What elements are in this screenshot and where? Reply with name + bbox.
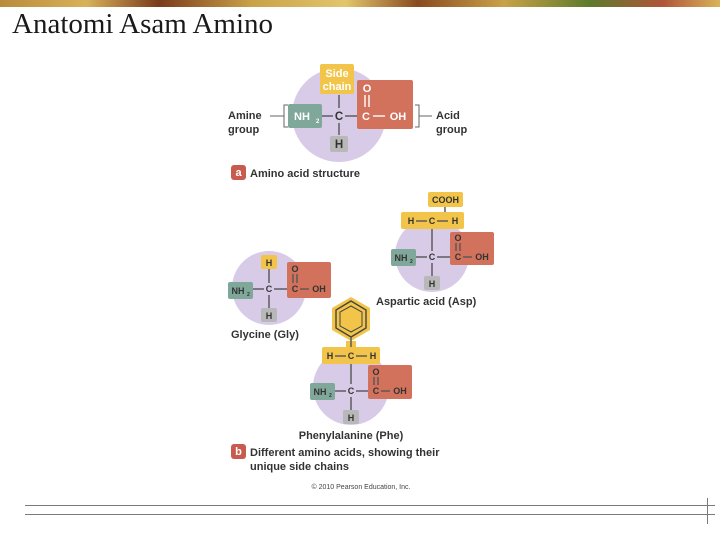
- amine-group-label-line1: Amine: [228, 110, 262, 122]
- footer-line-top: [25, 505, 715, 506]
- asp-amine: NH: [395, 253, 408, 263]
- phe-hydrogen-box: [343, 410, 359, 424]
- phe-c-mid: C: [348, 351, 355, 361]
- asp-ch2-box: [401, 212, 464, 229]
- aspartic-acid: COOH H C H O C OH NH 2 C H Aspartic acid…: [376, 192, 494, 308]
- hydrogen-box: [330, 136, 348, 152]
- caption-a: Amino acid structure: [250, 168, 360, 180]
- asp-cooh: COOH: [432, 195, 459, 205]
- slide-title: Anatomi Asam Amino: [12, 8, 273, 40]
- phe-caption: Phenylalanine (Phe): [299, 430, 404, 442]
- asp-amine-box: [391, 249, 416, 266]
- caption-b-line1: Different amino acids, showing their: [250, 447, 440, 459]
- badge-b-label: b: [235, 446, 242, 458]
- gly-carbonyl-c: C: [292, 284, 299, 294]
- decorative-top-band: [0, 0, 720, 7]
- hydroxyl-label: OH: [390, 111, 407, 123]
- phe-h-left: H: [327, 351, 334, 361]
- hydrogen-label: H: [335, 139, 343, 151]
- phe-carbonyl-c: C: [373, 386, 380, 396]
- asp-h-left: H: [408, 216, 415, 226]
- gly-amine: NH: [232, 286, 245, 296]
- badge-a-label: a: [235, 167, 242, 179]
- side-chain-label-line2: chain: [323, 81, 352, 93]
- amine-subscript: 2: [316, 119, 320, 125]
- phe-alpha-carbon: C: [348, 386, 355, 396]
- asp-h-right: H: [452, 216, 459, 226]
- benzene-ring-icon: [332, 297, 370, 341]
- badge-a: [231, 165, 246, 180]
- footer-line-bottom: [25, 514, 715, 515]
- asp-oxygen: O: [454, 233, 461, 243]
- asp-hydrogen: H: [429, 279, 436, 289]
- gly-h-top-box: [261, 255, 277, 269]
- phe-amine-box: [310, 383, 335, 400]
- phe-oh: OH: [393, 386, 407, 396]
- gly-amine-box: [228, 282, 253, 299]
- phenylalanine: H C H O C OH NH 2 C H Phenylalanine (Phe…: [299, 297, 412, 442]
- asp-cooh-box: [428, 192, 463, 207]
- asp-c-mid: C: [429, 216, 436, 226]
- asp-oh: OH: [475, 252, 489, 262]
- gly-hydrogen: H: [266, 311, 273, 321]
- phe-amine-sub: 2: [329, 393, 332, 399]
- phe-hydrogen: H: [348, 413, 355, 423]
- asp-hydrogen-box: [424, 276, 440, 290]
- asp-acid-box: [450, 232, 494, 265]
- amine-group-label-line2: group: [228, 124, 259, 136]
- asp-amine-sub: 2: [410, 259, 413, 265]
- alpha-carbon: C: [335, 111, 343, 123]
- footer-divider: [707, 498, 708, 524]
- acid-group-box: [357, 80, 413, 129]
- amine-label: NH: [294, 111, 310, 123]
- asp-alpha-carbon: C: [429, 252, 436, 262]
- general-structure: Side chain O C OH NH 2 C H Amine group A…: [228, 64, 467, 180]
- phe-amine: NH: [314, 387, 327, 397]
- asp-caption: Aspartic acid (Asp): [376, 296, 477, 308]
- side-chain-label-line1: Side: [325, 68, 348, 80]
- phe-oxygen: O: [372, 367, 379, 377]
- glycine: H O C OH NH 2 C H Glycine (Gly): [228, 251, 331, 341]
- oxygen-label: O: [363, 83, 372, 95]
- asp-carbonyl-c: C: [455, 252, 462, 262]
- amine-group-box: [288, 104, 322, 128]
- gly-amine-sub: 2: [247, 292, 250, 298]
- gly-alpha-carbon: C: [266, 284, 273, 294]
- phe-h-right: H: [370, 351, 377, 361]
- gly-oxygen: O: [291, 264, 298, 274]
- side-chain-box: [320, 64, 354, 94]
- caption-b-line2: unique side chains: [250, 461, 349, 473]
- phe-acid-box: [368, 365, 412, 399]
- gly-oh: OH: [312, 284, 326, 294]
- gly-hydrogen-box: [261, 308, 277, 322]
- acid-group-label-line2: group: [436, 124, 467, 136]
- gly-caption: Glycine (Gly): [231, 329, 299, 341]
- gly-h-top: H: [266, 258, 273, 268]
- phe-ch2-box: [322, 347, 380, 364]
- carbonyl-carbon: C: [362, 111, 370, 123]
- badge-b: [231, 444, 246, 459]
- acid-group-label-line1: Acid: [436, 110, 460, 122]
- copyright: © 2010 Pearson Education, Inc.: [312, 483, 411, 491]
- gly-acid-box: [287, 262, 331, 298]
